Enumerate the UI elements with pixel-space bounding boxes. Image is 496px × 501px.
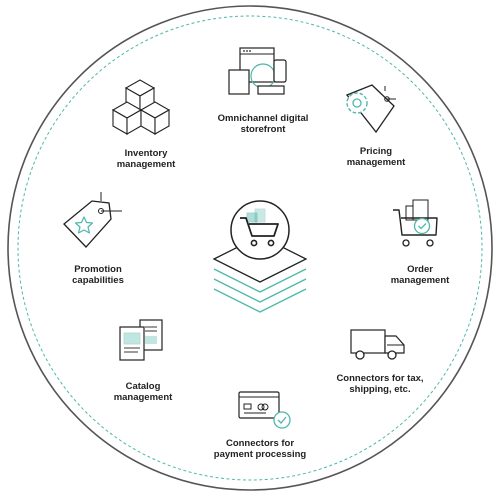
- delivery-truck-icon: [350, 329, 405, 360]
- label-connectors-tax: Connectors for tax,shipping, etc.: [336, 373, 424, 395]
- credit-card-check-icon: [238, 391, 291, 429]
- promo-tag-star-icon: [63, 192, 122, 248]
- catalog-pages-icon: [119, 319, 163, 361]
- inner-dashed-ring: [17, 15, 483, 481]
- stacked-boxes-icon: [111, 79, 171, 135]
- shopping-cart-icon: [230, 200, 290, 260]
- devices-icon: [228, 47, 287, 95]
- price-tag-gear-icon: [345, 84, 396, 134]
- cart-checkmark-icon: [393, 199, 438, 247]
- outer-ring: [7, 5, 493, 491]
